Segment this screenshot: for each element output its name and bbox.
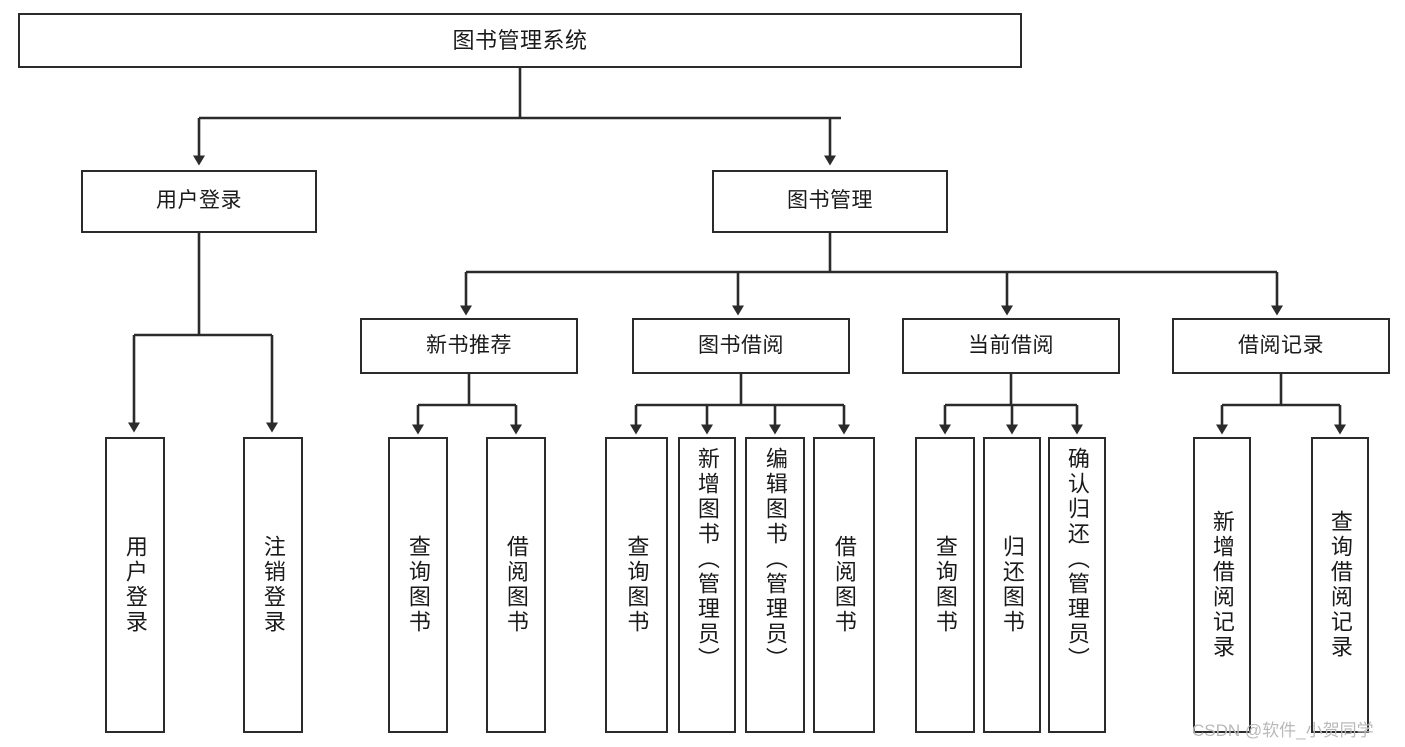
leaf-borrow-book-label: 借阅图书 bbox=[831, 535, 857, 635]
node-new-book-recommend[interactable]: 新书推荐 bbox=[360, 318, 578, 374]
node-book-management[interactable]: 图书管理 bbox=[712, 170, 948, 233]
leaf-add-book-admin-label: 新增图书（管理员） bbox=[694, 447, 720, 672]
leaf-add-book-admin[interactable]: 新增图书（管理员） bbox=[678, 437, 736, 733]
leaf-return-book[interactable]: 归还图书 bbox=[983, 437, 1041, 733]
edge-group-borrow-record bbox=[1216, 374, 1346, 435]
leaf-edit-book-admin[interactable]: 编辑图书（管理员） bbox=[745, 437, 805, 733]
edge-group-book-management bbox=[460, 233, 1283, 316]
node-user-login-label: 用户登录 bbox=[156, 189, 242, 213]
node-borrow-record-label: 借阅记录 bbox=[1238, 333, 1324, 357]
node-current-borrow[interactable]: 当前借阅 bbox=[902, 318, 1120, 374]
node-book-borrow[interactable]: 图书借阅 bbox=[632, 318, 850, 374]
leaf-add-borrow-record-label: 新增借阅记录 bbox=[1209, 510, 1235, 660]
edge-group-new-book-recommend bbox=[412, 374, 522, 435]
leaf-user-login[interactable]: 用户登录 bbox=[105, 437, 165, 733]
edge-group-current-borrow bbox=[939, 374, 1083, 435]
leaf-add-borrow-record[interactable]: 新增借阅记录 bbox=[1193, 437, 1251, 733]
node-borrow-record[interactable]: 借阅记录 bbox=[1172, 318, 1390, 374]
leaf-borrow-book-recommend[interactable]: 借阅图书 bbox=[486, 437, 546, 733]
leaf-query-book-borrow-label: 查询图书 bbox=[624, 535, 650, 635]
leaf-borrow-book[interactable]: 借阅图书 bbox=[813, 437, 875, 733]
edge-group-book-borrow bbox=[630, 374, 850, 435]
node-current-borrow-label: 当前借阅 bbox=[968, 333, 1054, 357]
leaf-edit-book-admin-label: 编辑图书（管理员） bbox=[762, 447, 788, 672]
node-user-login[interactable]: 用户登录 bbox=[81, 170, 317, 233]
leaf-user-logout-label: 注销登录 bbox=[260, 535, 286, 635]
leaf-confirm-return-admin[interactable]: 确认归还（管理员） bbox=[1048, 437, 1106, 733]
node-root-label: 图书管理系统 bbox=[452, 27, 588, 53]
leaf-return-book-label: 归还图书 bbox=[999, 535, 1025, 635]
leaf-confirm-return-admin-label: 确认归还（管理员） bbox=[1064, 447, 1090, 672]
leaf-query-book-recommend-label: 查询图书 bbox=[405, 535, 431, 635]
node-book-management-label: 图书管理 bbox=[787, 189, 873, 213]
leaf-query-borrow-record[interactable]: 查询借阅记录 bbox=[1311, 437, 1369, 733]
leaf-query-borrow-record-label: 查询借阅记录 bbox=[1327, 510, 1353, 660]
leaf-query-book-current-label: 查询图书 bbox=[932, 535, 958, 635]
node-new-book-recommend-label: 新书推荐 bbox=[426, 333, 512, 357]
node-root[interactable]: 图书管理系统 bbox=[18, 13, 1022, 68]
leaf-query-book-recommend[interactable]: 查询图书 bbox=[388, 437, 448, 733]
edge-group-root bbox=[193, 68, 841, 166]
leaf-query-book-borrow[interactable]: 查询图书 bbox=[605, 437, 668, 733]
node-book-borrow-label: 图书借阅 bbox=[698, 333, 784, 357]
leaf-borrow-book-recommend-label: 借阅图书 bbox=[503, 535, 529, 635]
leaf-user-login-label: 用户登录 bbox=[122, 535, 148, 635]
edge-group-user-login bbox=[128, 233, 278, 433]
leaf-user-logout[interactable]: 注销登录 bbox=[243, 437, 303, 733]
leaf-query-book-current[interactable]: 查询图书 bbox=[915, 437, 975, 733]
